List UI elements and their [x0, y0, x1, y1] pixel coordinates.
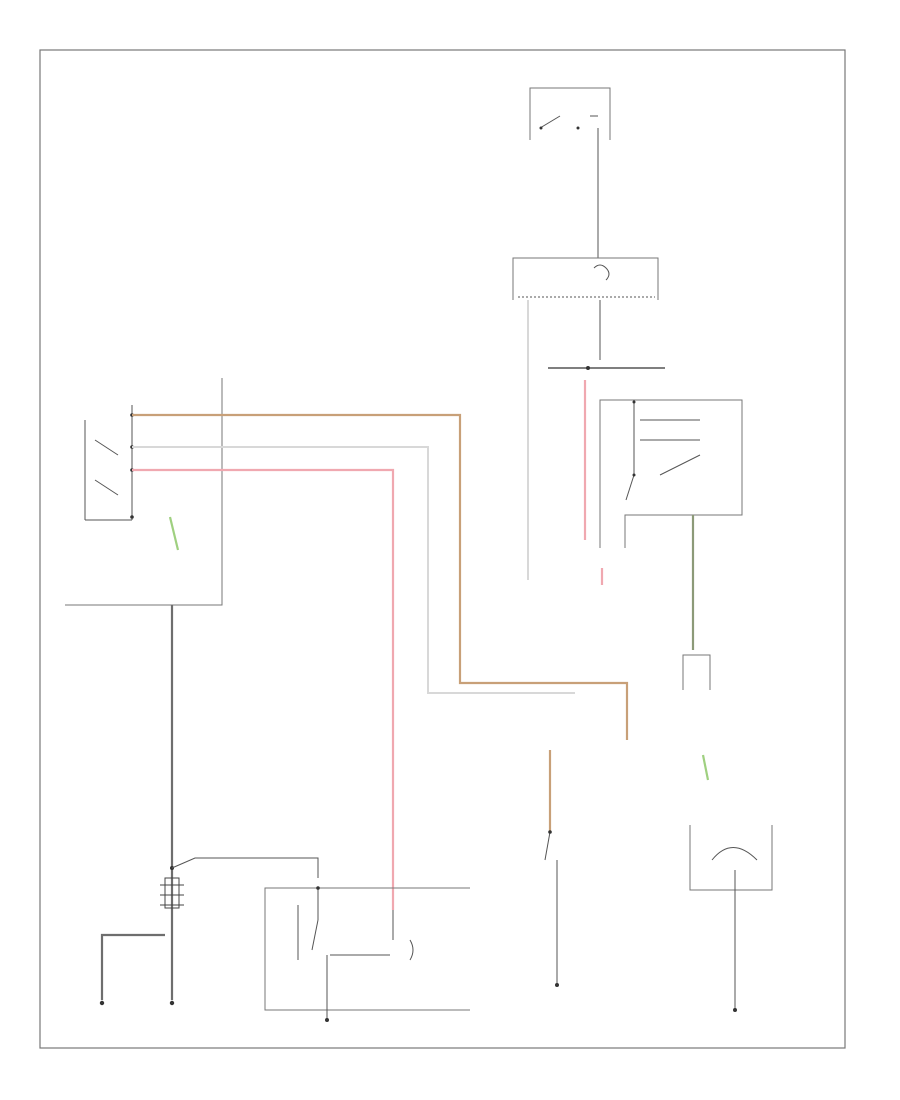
wire-light: [132, 446, 575, 694]
battery: [160, 866, 184, 909]
ignition-switch: [529, 87, 611, 140]
connector-block: [682, 654, 711, 690]
clutch-switch: [544, 830, 559, 987]
wire-battery-ground: [100, 933, 165, 1000]
starter: [264, 886, 470, 1022]
wire-pink-starter: [132, 468, 395, 910]
wire-tan: [132, 413, 629, 740]
wire-green-relay: [168, 516, 180, 551]
wire-battery-positive: [171, 857, 319, 878]
wire-green-tr: [701, 754, 710, 781]
diagram-border: [39, 49, 846, 1049]
ecm-relay-module: [599, 399, 743, 548]
ground-battery: [99, 1000, 105, 1006]
ground-body: [169, 1000, 175, 1006]
starter-relay-box: [65, 378, 223, 606]
fuse-block: [512, 257, 659, 300]
tr-switch: [689, 825, 773, 1012]
